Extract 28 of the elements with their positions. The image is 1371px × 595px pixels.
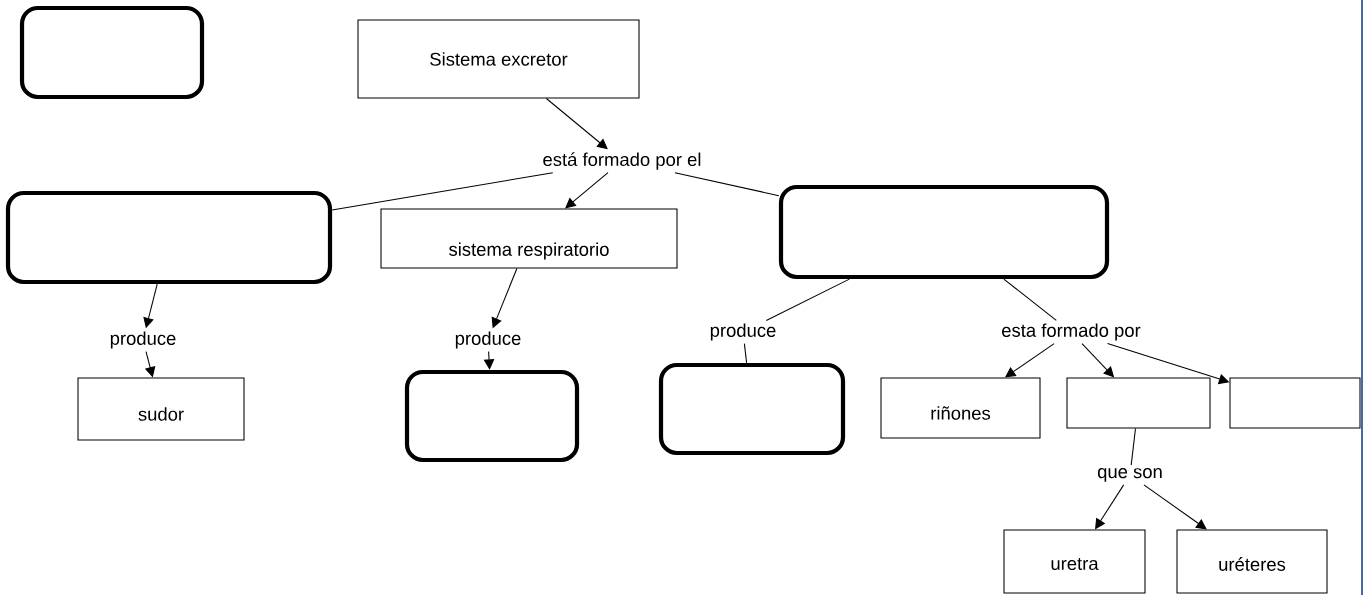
concept-box: uréteres (1176, 529, 1328, 594)
linking-phrase: produce (455, 331, 521, 349)
connector-line (765, 278, 850, 321)
linking-phrase: produce (110, 331, 176, 349)
concept-box: Sistema excretor (357, 19, 640, 99)
concept-box: riñones (880, 377, 1041, 439)
connector-line (1130, 428, 1137, 466)
connector-line (674, 172, 780, 197)
concept-box: uretra (1003, 529, 1146, 594)
linking-phrase: está formado por el (543, 152, 701, 170)
connector-line (331, 172, 554, 211)
empty-box (778, 184, 1110, 280)
empty-box (5, 190, 333, 285)
arrow (545, 98, 608, 150)
concept-box: sudor (77, 377, 245, 441)
empty-box (1229, 377, 1361, 429)
empty-box (1066, 377, 1211, 429)
arrow (565, 172, 609, 209)
linking-phrase: produce (710, 323, 776, 341)
linking-phrase: que son (1097, 468, 1162, 482)
empty-box (19, 5, 205, 100)
empty-box (658, 362, 846, 456)
connector-line (1003, 278, 1057, 321)
empty-box (404, 369, 580, 463)
connector-line (743, 343, 748, 364)
concept-box: sistema respiratorio (380, 208, 678, 269)
linking-phrase: esta formado por (1002, 323, 1141, 341)
arrow (1143, 484, 1207, 530)
